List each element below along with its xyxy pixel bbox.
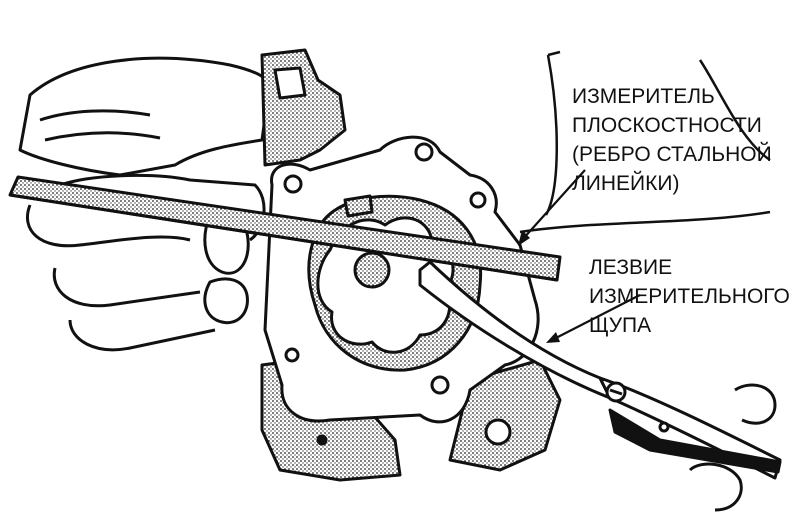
blade-leader-line bbox=[551, 294, 641, 341]
callout-flatness-gauge: ИЗМЕРИТЕЛЬ ПЛОСКОСТНОСТИ (РЕБРО СТАЛЬНОЙ… bbox=[572, 82, 772, 198]
callout-line: ЛЕЗВИЕ bbox=[589, 256, 673, 279]
callout-line: ПЛОСКОСТНОСТИ bbox=[572, 114, 762, 137]
callout-feeler-blade: ЛЕЗВИЕ ИЗМЕРИТЕЛЬНОГО ЩУПА bbox=[589, 253, 790, 340]
callout-line: ИЗМЕРИТЕЛЬ bbox=[572, 85, 715, 108]
callout-line: ЛИНЕЙКИ) bbox=[572, 172, 680, 195]
steel-straightedge bbox=[8, 175, 562, 282]
callout-line: (РЕБРО СТАЛЬНОЙ bbox=[572, 143, 772, 166]
callout-line: ЩУПА bbox=[589, 314, 652, 337]
callout-arrowheads bbox=[518, 230, 560, 343]
feeler-gauge-blade bbox=[418, 260, 782, 480]
flatness-arrowhead bbox=[518, 230, 530, 246]
left-hand bbox=[18, 56, 272, 352]
callout-line: ИЗМЕРИТЕЛЬНОГО bbox=[589, 285, 790, 308]
right-hand bbox=[688, 383, 777, 512]
callout-leaders bbox=[521, 169, 641, 341]
background-sleeve bbox=[519, 50, 771, 234]
flatness-leader-line bbox=[521, 169, 586, 241]
blade-arrowhead bbox=[546, 332, 560, 343]
bolt-holes bbox=[283, 142, 512, 446]
